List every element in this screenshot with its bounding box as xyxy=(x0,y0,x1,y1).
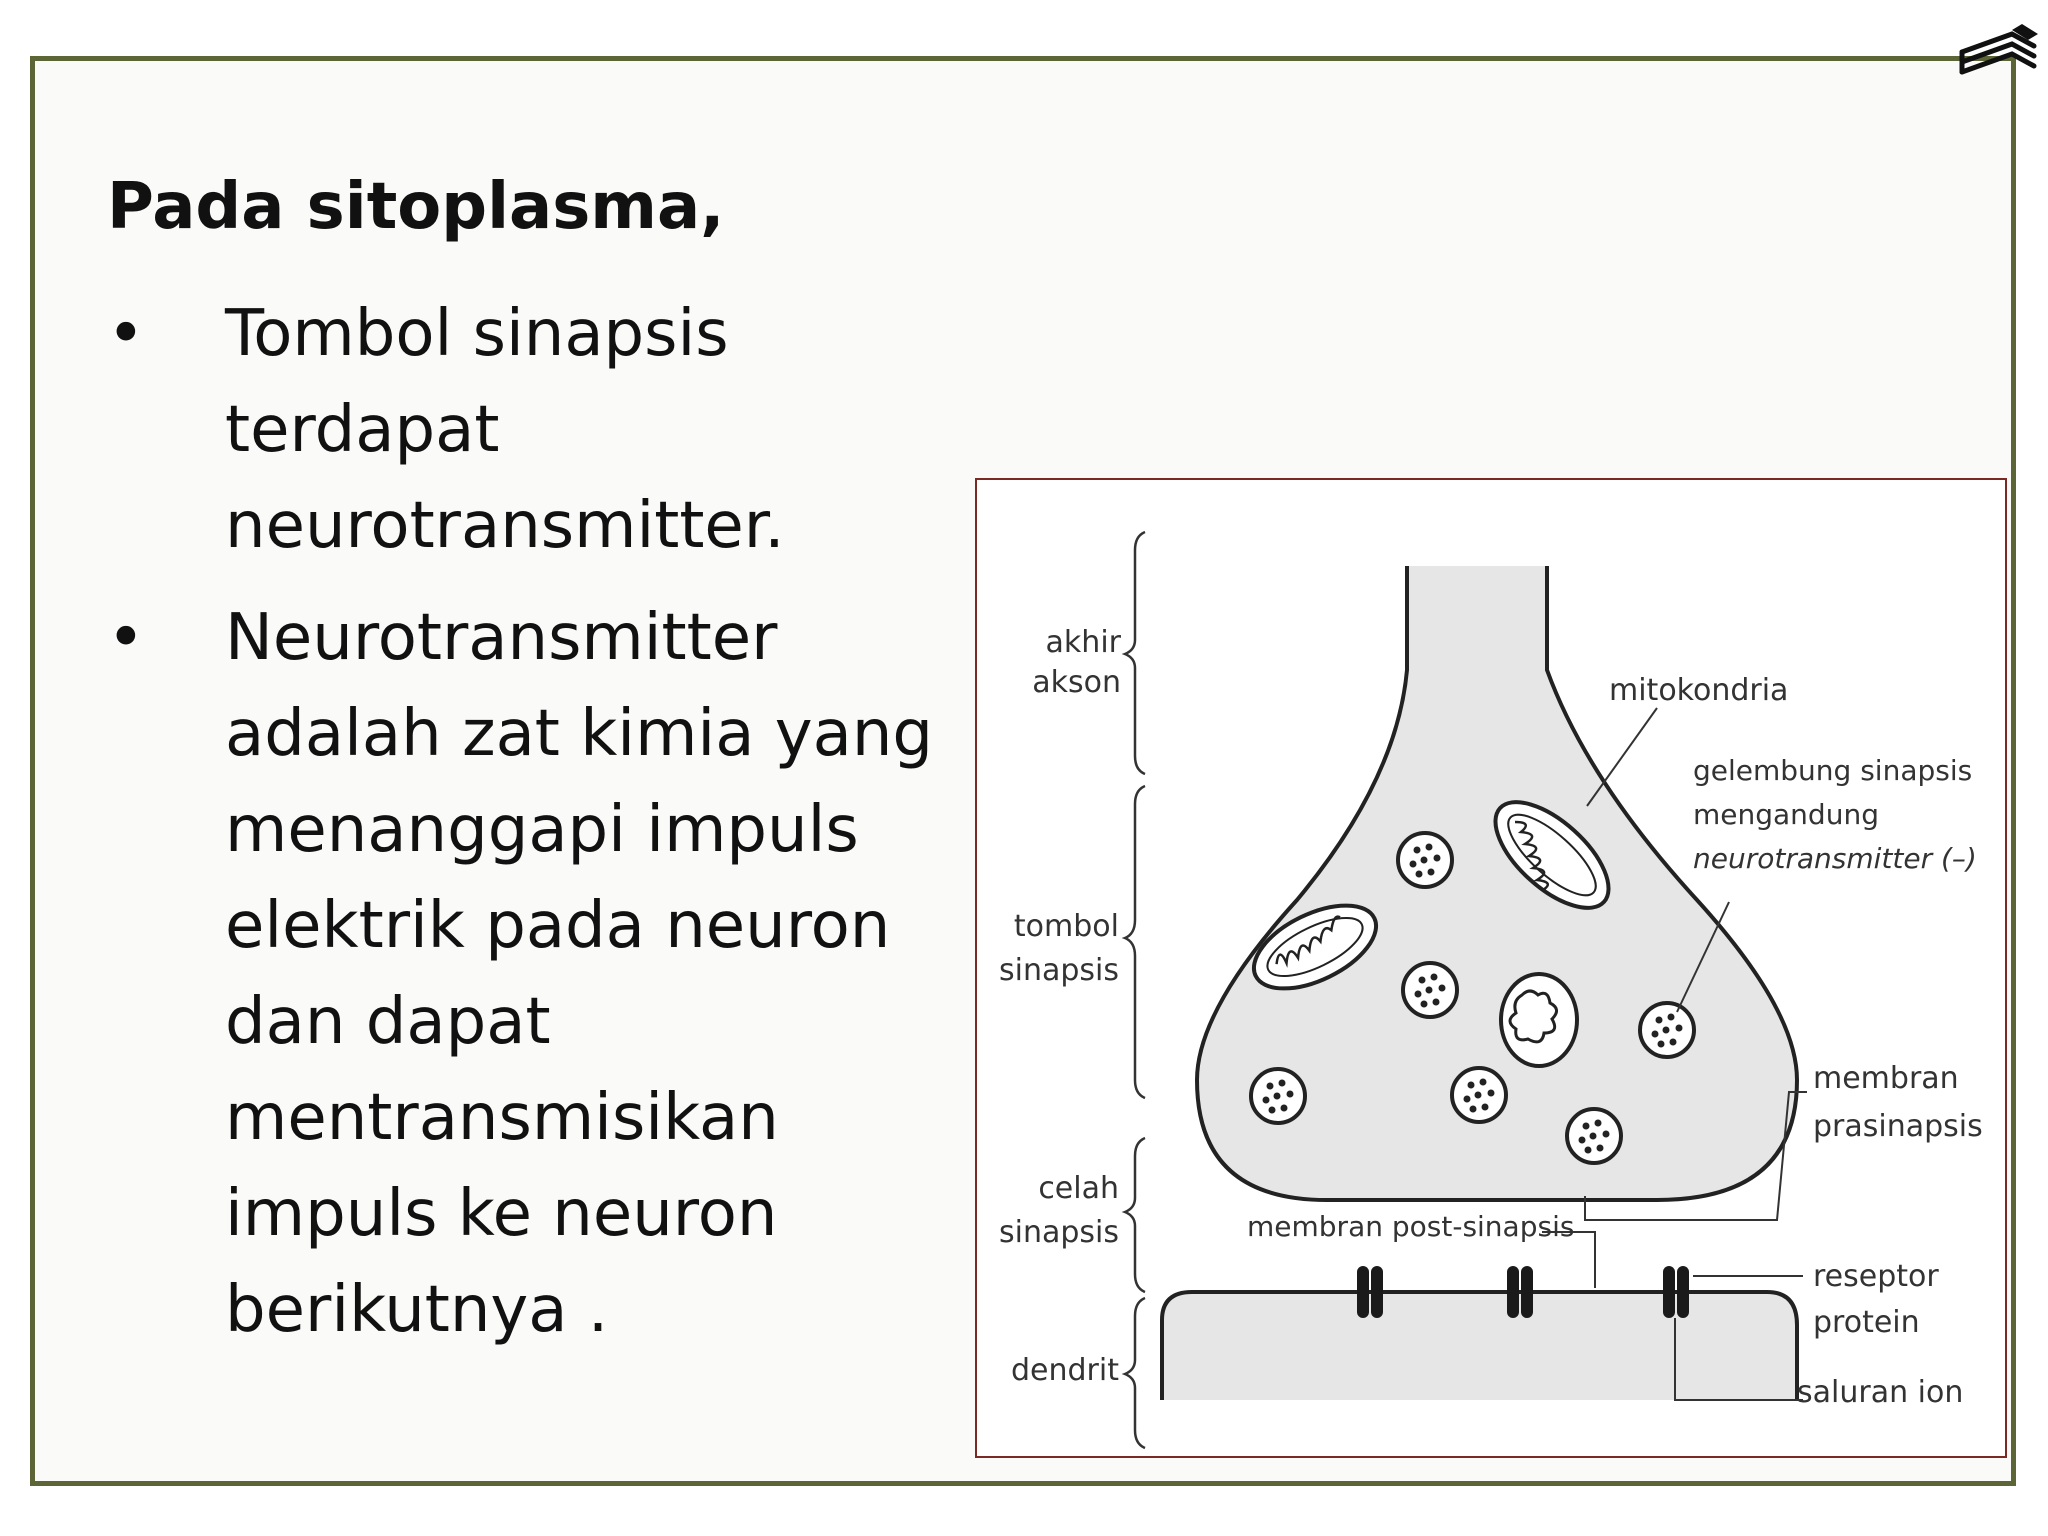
bullet-item: • Neurotransmitter adalah zat kimia yang… xyxy=(107,590,937,1358)
label-saluran-ion: saluran ion xyxy=(1797,1375,1963,1410)
label-reseptor-protein: protein xyxy=(1813,1305,1920,1340)
label-celah-sinapsis: sinapsis xyxy=(999,1215,1119,1250)
bullet-line: berikutnya . xyxy=(225,1273,609,1347)
label-akhir-akson: akhir xyxy=(1046,625,1122,660)
bullet-symbol: • xyxy=(107,297,145,371)
label-gelembung: gelembung sinapsis xyxy=(1693,754,1972,787)
stacked-books-icon xyxy=(1959,24,2038,75)
label-gelembung: neurotransmitter (–) xyxy=(1693,842,1977,875)
bullet-item: • Tombol sinapsis terdapat neurotransmit… xyxy=(107,286,937,574)
mitochondrion xyxy=(1499,972,1579,1068)
label-tombol-sinapsis: tombol xyxy=(1014,909,1119,944)
bullet-line: adalah zat kimia yang xyxy=(225,697,934,771)
label-membran-post-sinapsis: membran post-sinapsis xyxy=(1247,1210,1574,1243)
mitochondrion xyxy=(1493,800,1611,910)
bullet-line: terdapat xyxy=(225,393,500,467)
bullet-line: Neurotransmitter xyxy=(225,601,778,675)
receptor-proteins xyxy=(1357,1266,1689,1318)
neurotransmitter-dots xyxy=(1262,843,1683,1154)
label-gelembung: mengandung xyxy=(1693,798,1879,831)
bullet-symbol: • xyxy=(107,601,145,675)
bullet-line: mentransmisikan xyxy=(225,1081,779,1155)
bullet-line: impuls ke neuron xyxy=(225,1177,778,1251)
bullet-line: Tombol sinapsis xyxy=(225,297,729,371)
label-dendrit: dendrit xyxy=(1011,1353,1119,1388)
label-tombol-sinapsis: sinapsis xyxy=(999,953,1119,988)
bullet-line: dan dapat xyxy=(225,985,551,1059)
bullet-line: neurotransmitter. xyxy=(225,489,785,563)
mitochondrion xyxy=(1251,903,1379,991)
pointer-lines xyxy=(1542,707,1807,1401)
label-membran-prasinapsis: prasinapsis xyxy=(1813,1109,1983,1144)
bullet-list: • Tombol sinapsis terdapat neurotransmit… xyxy=(107,286,937,1374)
label-mitokondria: mitokondria xyxy=(1609,673,1788,708)
slide-heading: Pada sitoplasma, xyxy=(107,170,725,244)
bullet-line: menanggapi impuls xyxy=(225,793,859,867)
left-braces xyxy=(1121,530,1146,1450)
label-celah-sinapsis: celah xyxy=(1038,1171,1119,1206)
synapse-diagram: akhir akson tombol sinapsis celah sinaps… xyxy=(975,478,2007,1458)
label-membran-prasinapsis: membran xyxy=(1813,1061,1959,1096)
dendrite xyxy=(1160,1290,1799,1400)
label-reseptor-protein: reseptor xyxy=(1813,1259,1939,1294)
bullet-line: elektrik pada neuron xyxy=(225,889,891,963)
synapse-diagram-svg: akhir akson tombol sinapsis celah sinaps… xyxy=(999,530,1983,1450)
label-akhir-akson: akson xyxy=(1032,665,1121,700)
